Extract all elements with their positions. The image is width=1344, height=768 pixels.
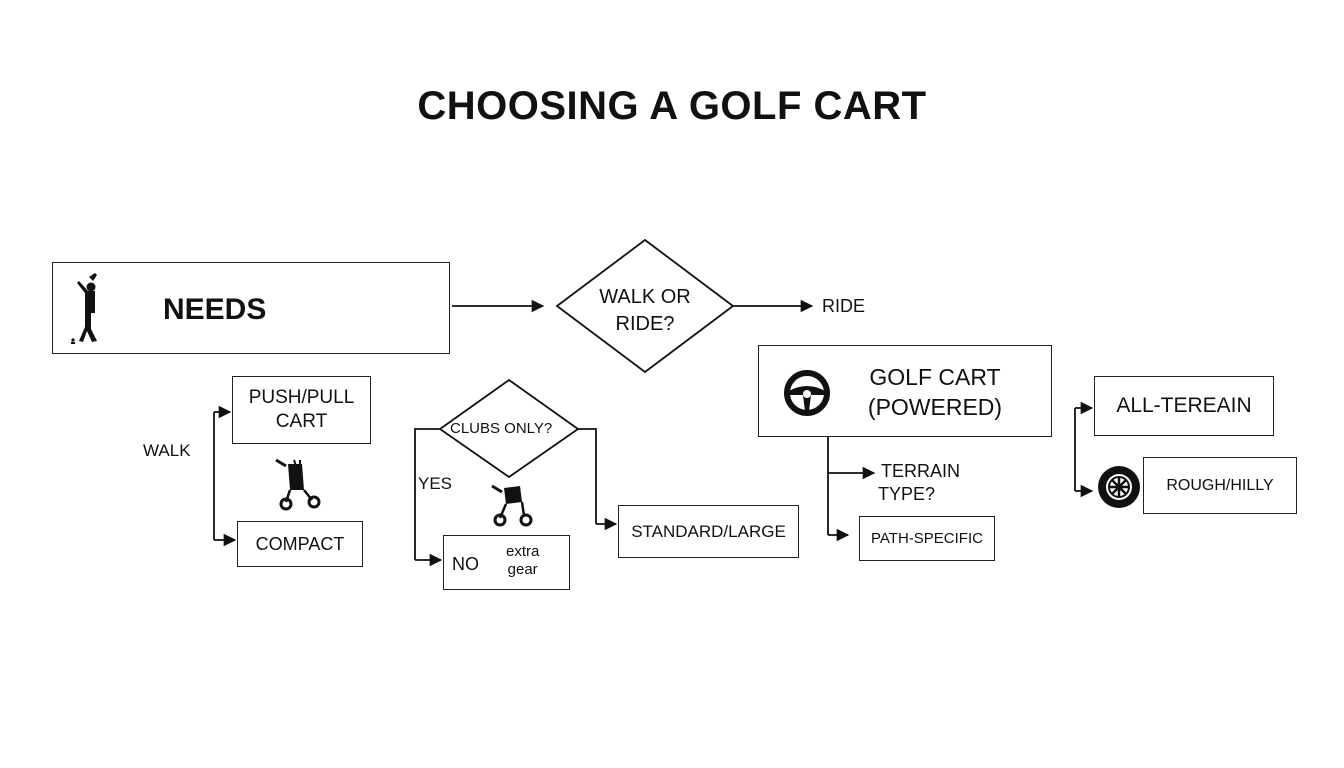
ride-label: RIDE <box>822 296 866 316</box>
diagram-title: CHOOSING A GOLF CART <box>417 84 927 128</box>
walk-or-ride-label: WALK OR RIDE? <box>599 286 691 335</box>
clubs-right-branch <box>578 428 597 524</box>
clubs-left-branch <box>414 428 440 560</box>
steering-wheel-icon <box>784 370 830 416</box>
tire-icon <box>1098 466 1140 508</box>
path-specific-box: PATH-SPECIFIC <box>859 516 995 561</box>
walk-or-ride-diamond <box>555 238 735 374</box>
golf-cart-powered-box: GOLF CART (POWERED) <box>758 345 1052 437</box>
walk-label: WALK <box>143 441 191 460</box>
needs-box: NEEDS <box>52 262 450 354</box>
push-cart-icon <box>275 458 321 511</box>
extra-gear-label: extra gear <box>506 543 540 578</box>
compact-box: COMPACT <box>237 521 363 567</box>
golf-cart-powered-label: GOLF CART (POWERED) <box>867 364 1003 420</box>
no-label: NO <box>452 554 479 574</box>
rough-hilly-box: ROUGH/HILLY <box>1143 457 1297 514</box>
push-pull-cart-box: PUSH/PULL CART <box>232 376 371 444</box>
golfer-icon <box>71 273 97 344</box>
all-terrain-box: ALL-TEREAIN <box>1094 376 1274 436</box>
clubs-only-diamond <box>438 378 580 479</box>
clubs-only-label: CLUBS ONLY? <box>450 420 553 437</box>
needs-label: NEEDS <box>163 293 267 326</box>
terrain-type-label: TERRAIN TYPE? <box>878 461 961 504</box>
push-cart-small-icon <box>491 484 533 527</box>
standard-large-box: STANDARD/LARGE <box>618 505 799 558</box>
yes-label: YES <box>418 474 453 493</box>
no-extra-gear-box: NO extra gear <box>443 535 570 590</box>
